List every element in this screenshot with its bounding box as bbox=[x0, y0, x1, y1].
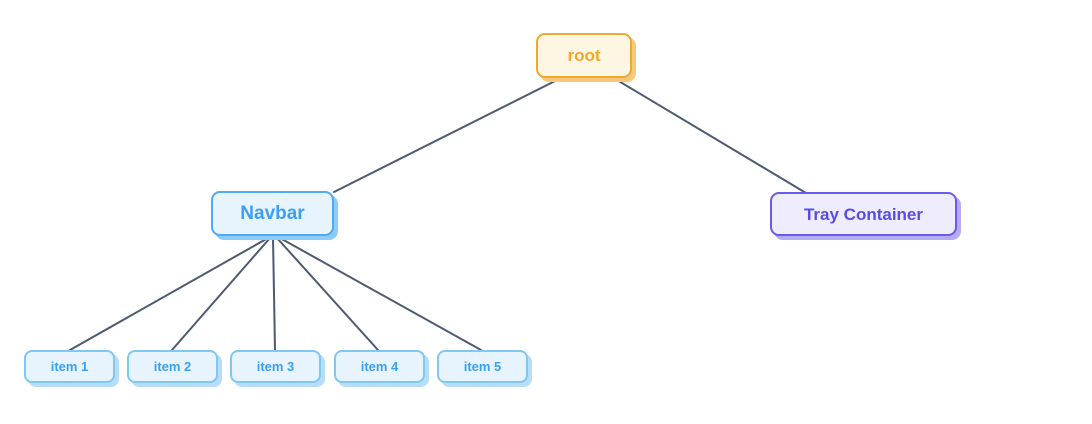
edge-navbar-item-5 bbox=[279, 237, 482, 351]
node-navbar[interactable]: Navbar bbox=[211, 191, 334, 236]
edge-root-tray bbox=[616, 79, 807, 194]
edge-navbar-item-1 bbox=[69, 237, 269, 351]
node-tray-container-label: Tray Container bbox=[803, 204, 924, 224]
node-item-4[interactable]: item 4 bbox=[334, 350, 425, 383]
edge-navbar-item-2 bbox=[171, 237, 271, 351]
node-item-2-label: item 2 bbox=[153, 359, 192, 374]
edge-navbar-item-3 bbox=[272, 237, 276, 351]
node-navbar-label: Navbar bbox=[240, 203, 305, 224]
edge-navbar-item-4 bbox=[276, 237, 379, 351]
edge-root-navbar bbox=[333, 79, 558, 193]
node-item-1-label: item 1 bbox=[50, 359, 89, 374]
node-item-4-label: item 4 bbox=[360, 359, 399, 374]
node-item-5-label: item 5 bbox=[463, 359, 502, 374]
node-root-label: root bbox=[567, 46, 601, 65]
node-item-3[interactable]: item 3 bbox=[230, 350, 321, 383]
node-item-1[interactable]: item 1 bbox=[24, 350, 115, 383]
node-item-5[interactable]: item 5 bbox=[437, 350, 528, 383]
node-item-2[interactable]: item 2 bbox=[127, 350, 218, 383]
node-root[interactable]: root bbox=[536, 33, 632, 78]
node-tray-container[interactable]: Tray Container bbox=[770, 192, 957, 236]
node-item-3-label: item 3 bbox=[256, 359, 295, 374]
